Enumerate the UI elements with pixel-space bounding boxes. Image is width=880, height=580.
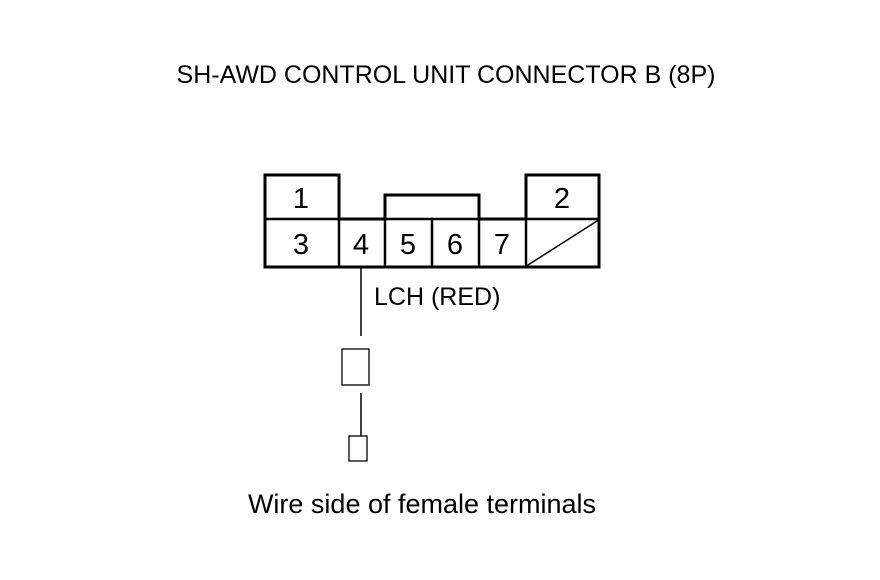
probe-terminal-lower [348, 435, 368, 462]
pin-4-label: 4 [353, 229, 369, 261]
pin-labels: 1 2 3 4 5 6 7 [293, 183, 570, 261]
wire-label: LCH (RED) [374, 283, 500, 311]
view-caption: Wire side of female terminals [248, 489, 596, 519]
empty-cavity-slash [526, 219, 599, 267]
diagram-title: SH-AWD CONTROL UNIT CONNECTOR B (8P) [177, 61, 716, 89]
pin-1-label: 1 [293, 183, 309, 215]
wire-probe [341, 267, 370, 462]
pin-6-label: 6 [447, 229, 463, 261]
probe-terminal-upper [341, 348, 370, 386]
pin-5-label: 5 [400, 229, 416, 261]
connector-body [263, 173, 601, 269]
pin-7-label: 7 [494, 229, 510, 261]
pin-2-label: 2 [554, 183, 570, 215]
pin-3-label: 3 [293, 229, 309, 261]
